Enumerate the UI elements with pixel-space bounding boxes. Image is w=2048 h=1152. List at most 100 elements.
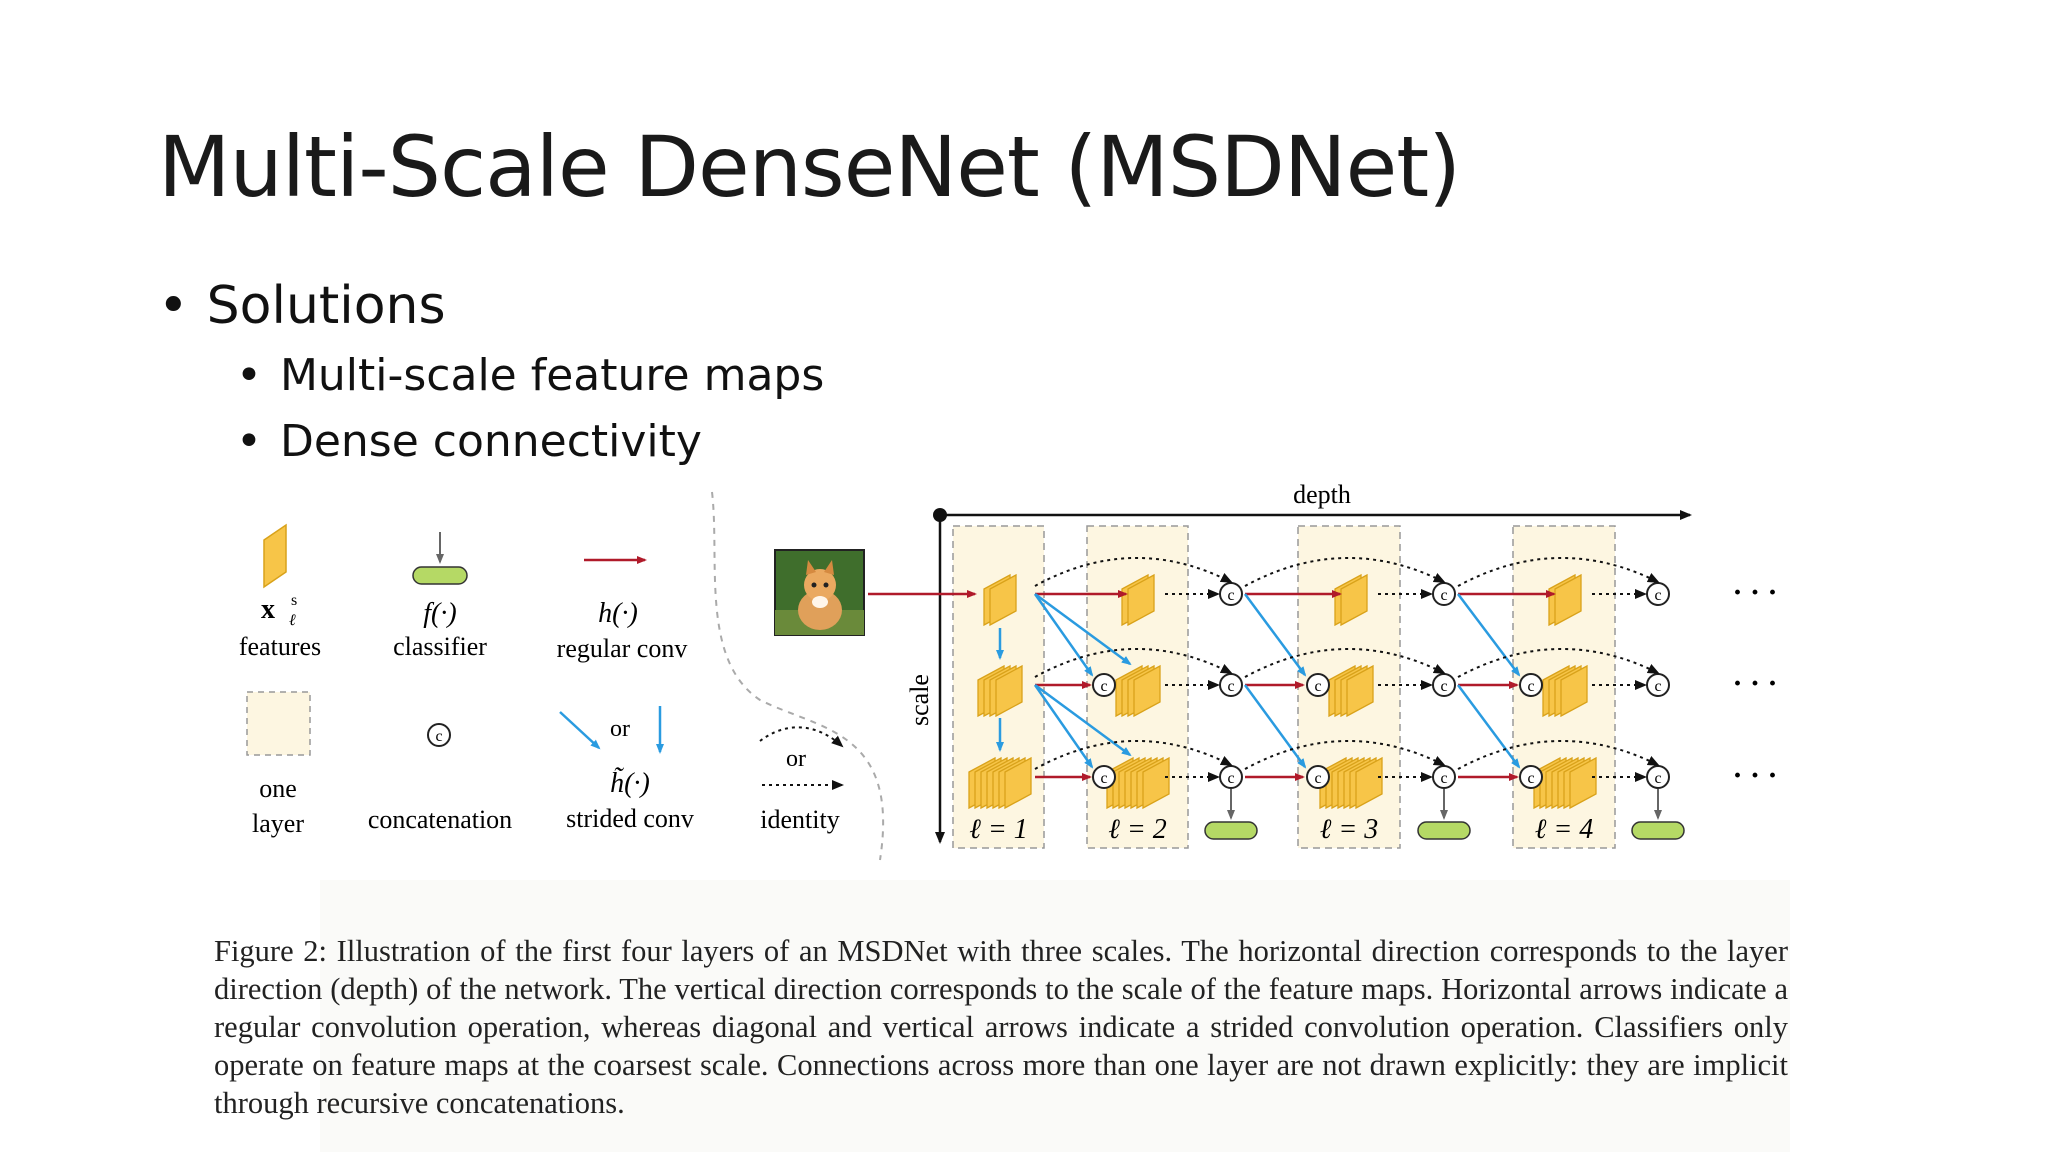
scale-label: scale [905,674,934,726]
feature-map-stack [1542,664,1588,718]
concat-node-label: c [1100,678,1107,695]
legend-identity-label: identity [760,805,839,834]
feature-map [1133,664,1161,718]
feature-map [989,573,1017,627]
layer-label: ℓ = 1 [969,814,1028,845]
concat-node [1219,673,1243,697]
concat-node-label: c [1314,770,1321,787]
bullet-dot: • [158,276,189,336]
concat-node-label: c [1654,678,1661,695]
concat-node-label: c [1527,770,1534,787]
legend-classifier-label: classifier [393,632,487,661]
feature-map-stack [1115,664,1161,718]
legend-strided-label: strided conv [566,804,694,833]
slide-title: Multi-Scale DenseNet (MSDNet) [158,118,1461,216]
legend-features-label: features [239,632,321,661]
feature-map [1142,756,1170,810]
concat-node [1646,765,1670,789]
concat-node [1519,765,1543,789]
feature-map [1554,573,1582,627]
concat-node [1092,673,1116,697]
sub-bullet-text: Multi-scale feature maps [279,350,825,401]
legend-regular-label: regular conv [557,634,688,663]
input-image [774,549,865,636]
feature-map [1355,756,1383,810]
classifier [1631,821,1685,840]
ellipsis: · · · [1732,576,1777,609]
strided-diagonal-arrow [559,711,601,750]
strided-diagonal-arrow [1243,684,1307,769]
strided-diagonal-arrow [1034,683,1132,757]
concat-node-label: c [1440,587,1447,604]
layer-label: ℓ = 2 [1108,814,1167,845]
concat-node [1219,582,1243,606]
feature-map [1340,573,1368,627]
feature-map-stack [983,573,1017,627]
concat-node-label: c [1527,678,1534,695]
legend-one: one [259,774,297,803]
sub-bullet-1: • Multi-scale feature maps [236,350,824,401]
kitten-eye [811,582,817,588]
concat-node-label: c [1440,678,1447,695]
layer-label: ℓ = 3 [1320,814,1379,845]
legend-concatenation-label: concatenation [368,805,512,834]
sub-bullet-text: Dense connectivity [279,416,702,467]
classifier [1204,821,1258,840]
concat-node-label: c [1227,770,1234,787]
legend-layer: layer [252,809,304,838]
concat-node [1306,673,1330,697]
legend-separator [711,491,885,861]
depth-label: depth [1293,480,1351,509]
concat-node [1519,673,1543,697]
kitten-chest [812,596,828,608]
kitten-ears [806,560,834,575]
bullet-dot: • [236,416,262,467]
feature-icon [263,523,287,589]
feature-map-stack [1328,664,1374,718]
kitten-body [798,590,842,630]
concat-node [1646,673,1670,697]
concat-node [1432,582,1456,606]
strided-diagonal-arrow [1033,684,1094,769]
feature-map [1560,664,1588,718]
feature-map-stack [1121,573,1155,627]
concatenation-icon-label: c [435,728,442,745]
classifier-icon [412,566,468,585]
layer-label: ℓ = 4 [1535,814,1594,845]
feature-map [1127,573,1155,627]
strided-diagonal-arrow [1033,593,1094,677]
feature-map-stack [1319,756,1383,810]
concat-node-label: c [1654,770,1661,787]
feature-map [1569,756,1597,810]
concat-node-label: c [1654,587,1661,604]
legend-features-sup: s [291,592,297,609]
legend-or-1: or [610,716,630,742]
ellipsis: · · · [1732,759,1777,792]
sub-bullet-2: • Dense connectivity [236,416,702,467]
bullet-dot: • [236,350,262,401]
caption-panel [320,880,1790,1152]
concat-node [1219,765,1243,789]
strided-diagonal-arrow [1457,593,1521,677]
legend-regular-symbol: h(·) [598,598,638,629]
legend-features-sub: ℓ [289,612,296,629]
classifier [1417,821,1471,840]
axis-origin [933,508,947,522]
concat-node-label: c [1440,770,1447,787]
legend: x s ℓ features f(·) classifier h(·) regu… [239,523,844,838]
feature-map-stack [1334,573,1368,627]
concat-node [1432,673,1456,697]
feature-map-stack [1548,573,1582,627]
strided-diagonal-arrow [1243,593,1307,677]
legend-strided-symbol: h̃(·) [610,767,650,799]
kitten-head [804,569,836,601]
concat-node [1092,765,1116,789]
feature-map [1346,664,1374,718]
feature-map-stack [968,756,1032,810]
concat-node [1432,765,1456,789]
concatenation-icon [427,723,451,747]
concat-node-label: c [1100,770,1107,787]
concat-node-label: c [1227,678,1234,695]
